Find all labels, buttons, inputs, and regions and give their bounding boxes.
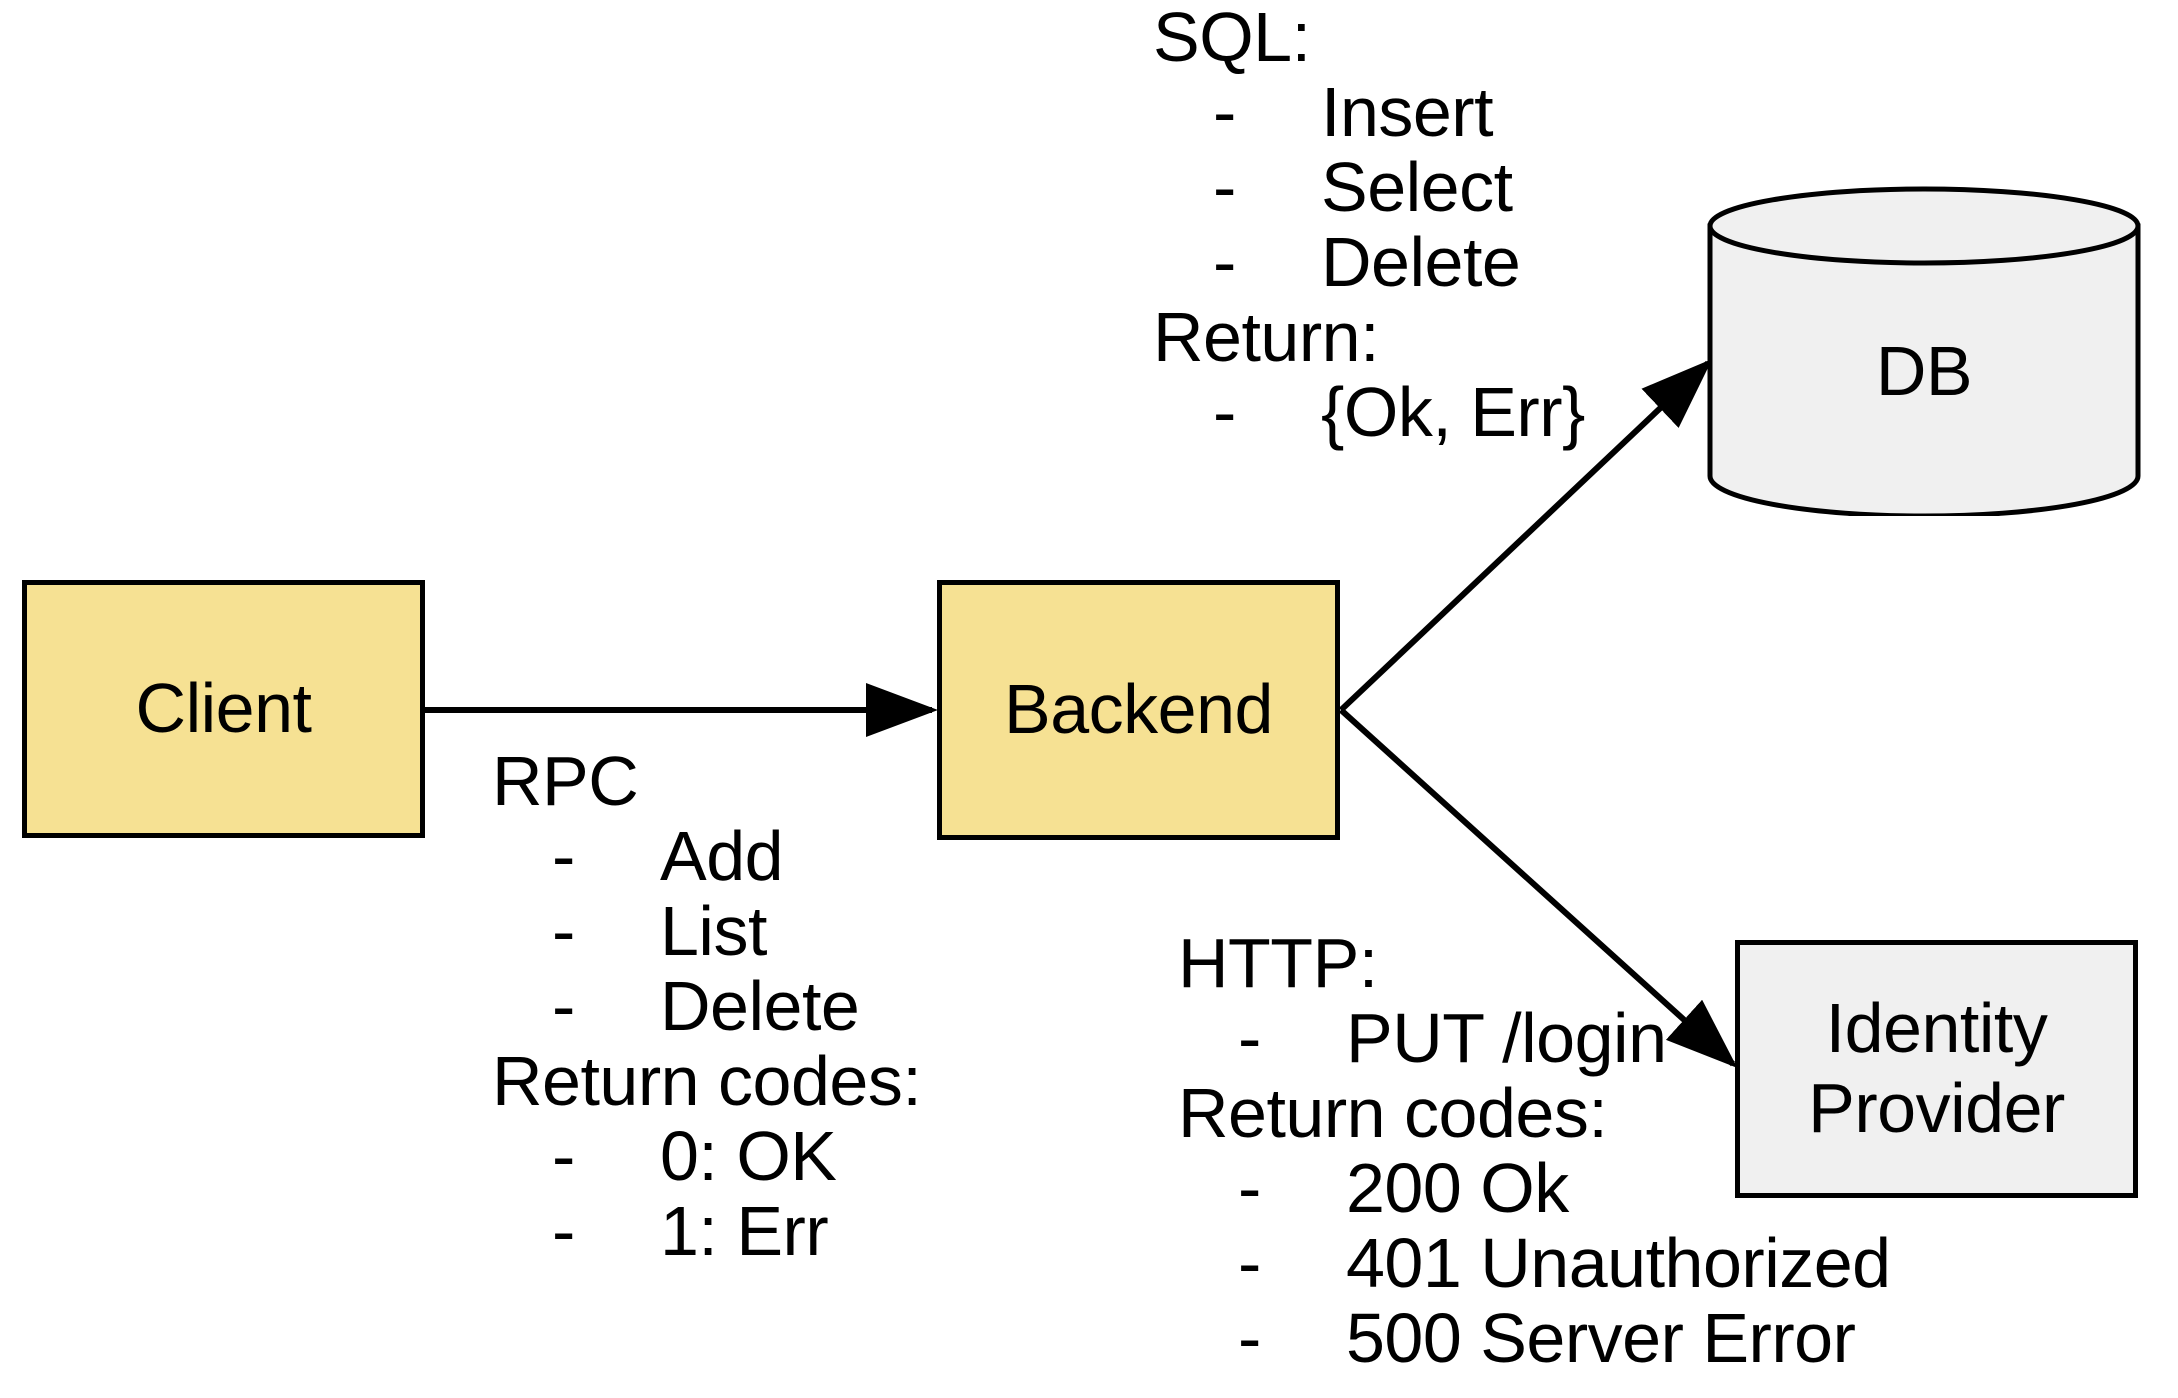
sql-item: - Delete: [1153, 223, 1521, 301]
bullet-dash-icon: -: [1213, 223, 1236, 301]
bullet-dash-icon: -: [552, 1117, 575, 1195]
http-return-item: - 200 Ok: [1178, 1151, 1607, 1226]
bullet-dash-icon: -: [552, 817, 575, 895]
sql-item-label: Select: [1321, 148, 1513, 226]
rpc-return-item: - 1: Err: [492, 1194, 921, 1269]
node-identity-provider-label-line2: Provider: [1808, 1069, 2065, 1147]
http-return-item-label: 500 Server Error: [1346, 1299, 1856, 1377]
node-db[interactable]: DB: [1706, 186, 2142, 516]
rpc-return-item-label: 0: OK: [660, 1117, 837, 1195]
http-item: - PUT /login: [1178, 999, 1667, 1077]
bullet-dash-icon: -: [1213, 148, 1236, 226]
bullet-dash-icon: -: [1238, 1149, 1261, 1227]
annotation-http: HTTP: - PUT /login Return codes: - 200 O…: [1178, 924, 1891, 1377]
node-client-label: Client: [135, 669, 312, 748]
rpc-item: - Delete: [492, 969, 921, 1044]
sql-item: - Select: [1153, 148, 1513, 226]
node-backend[interactable]: Backend: [937, 580, 1340, 840]
sql-return-heading: Return:: [1153, 298, 1380, 376]
rpc-item-label: List: [660, 892, 767, 970]
sql-item-label: Delete: [1321, 223, 1521, 301]
rpc-return-item-label: 1: Err: [660, 1192, 829, 1270]
rpc-return-item: - 0: OK: [492, 1119, 921, 1194]
bullet-dash-icon: -: [1213, 373, 1236, 451]
http-return-heading: Return codes:: [1178, 1074, 1608, 1152]
node-client[interactable]: Client: [22, 580, 425, 838]
rpc-item: - List: [492, 894, 921, 969]
http-item-label: PUT /login: [1346, 999, 1667, 1077]
annotation-rpc: RPC - Add - List - Delete Return codes: …: [492, 742, 922, 1269]
node-identity-provider[interactable]: Identity Provider: [1735, 940, 2138, 1198]
node-backend-label: Backend: [1004, 670, 1273, 749]
http-return-item: - 401 Unauthorized: [1178, 1224, 1891, 1302]
rpc-return-heading: Return codes:: [492, 1042, 922, 1120]
bullet-dash-icon: -: [552, 1192, 575, 1270]
bullet-dash-icon: -: [1213, 73, 1236, 151]
http-return-item: - 500 Server Error: [1178, 1299, 1856, 1377]
sql-return-item-label: {Ok, Err}: [1321, 373, 1585, 451]
sql-item-label: Insert: [1321, 73, 1494, 151]
http-return-item-label: 401 Unauthorized: [1346, 1224, 1891, 1302]
rpc-heading: RPC: [492, 742, 639, 820]
rpc-item-label: Add: [660, 817, 784, 895]
node-identity-provider-label-line1: Identity: [1825, 989, 2048, 1068]
cylinder-shape: [1707, 186, 2141, 516]
bullet-dash-icon: -: [1238, 1224, 1261, 1302]
sql-heading: SQL:: [1153, 0, 1311, 76]
bullet-dash-icon: -: [1238, 1299, 1261, 1377]
rpc-item-label: Delete: [660, 967, 860, 1045]
node-db-label: DB: [1875, 332, 1973, 410]
bullet-dash-icon: -: [1238, 999, 1261, 1077]
http-heading: HTTP:: [1178, 924, 1378, 1002]
http-return-item-label: 200 Ok: [1346, 1149, 1569, 1227]
bullet-dash-icon: -: [552, 892, 575, 970]
sql-item: - Insert: [1153, 73, 1494, 151]
rpc-item: - Add: [492, 819, 921, 894]
sql-return-item: - {Ok, Err}: [1153, 373, 1585, 451]
annotation-sql: SQL: - Insert - Select - Delete Return: …: [1153, 0, 1585, 451]
bullet-dash-icon: -: [552, 967, 575, 1045]
